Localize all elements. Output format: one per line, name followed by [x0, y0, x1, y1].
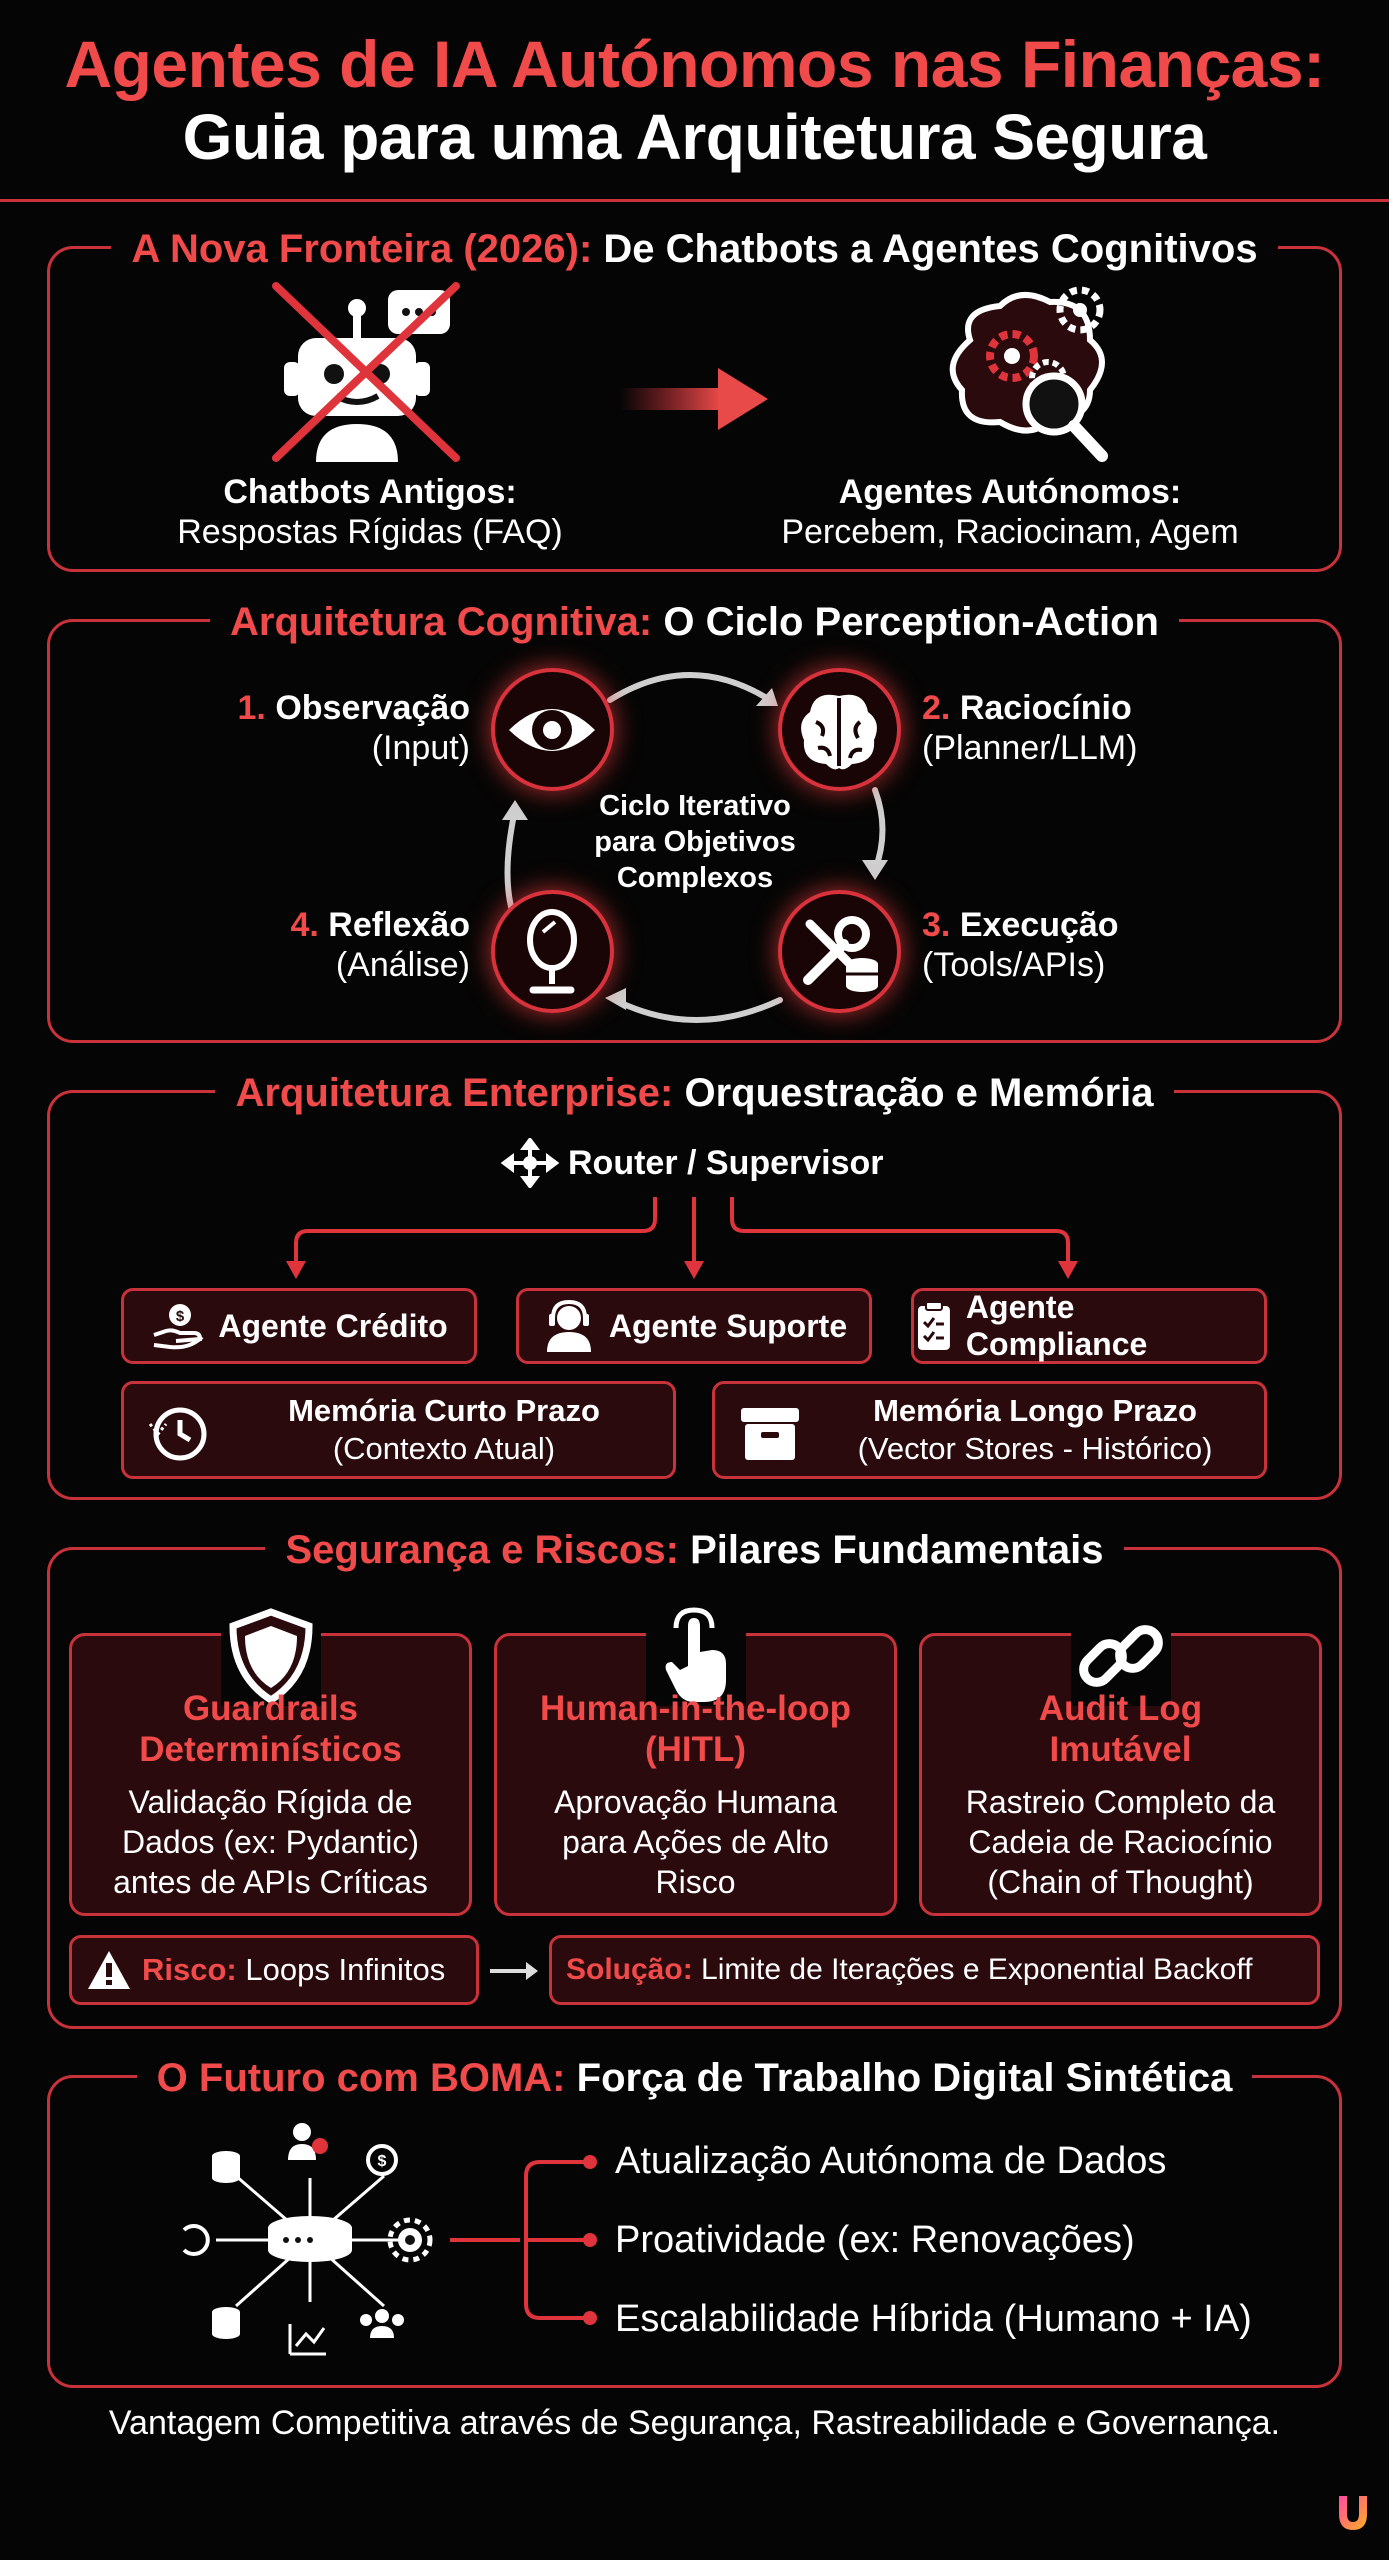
step-reflection-label: 4. Reflexão (Análise) [290, 906, 470, 984]
reflection-node [491, 890, 614, 1013]
section-enterprise-architecture: Arquitetura Enterprise: Orquestração e M… [47, 1071, 1342, 1500]
section-cognitive-architecture: Arquitetura Cognitiva: O Ciclo Perceptio… [47, 600, 1342, 1043]
step-observation-label: 1. Observação (Input) [237, 689, 470, 767]
tools-database-icon [803, 916, 878, 992]
router-connectors [286, 1197, 1078, 1279]
section-new-frontier: A Nova Fronteira (2026): De Chatbots a A… [47, 227, 1342, 572]
page-title-line1: Agentes de IA Autónomos nas Finanças: [64, 27, 1325, 101]
router-supervisor: Router / Supervisor [500, 1138, 920, 1188]
chatbots-label: Chatbots Antigos: Respostas Rígidas (FAQ… [177, 473, 563, 551]
hub-network-icon: $ [182, 2123, 433, 2356]
shield-icon [220, 1606, 321, 1706]
footer-tagline: Vantagem Competitiva através de Seguranç… [108, 2404, 1281, 2442]
archive-box-icon [741, 1408, 799, 1460]
warning-icon [88, 1951, 130, 1989]
pillar-hitl: Human-in-the-loop(HITL) Aprovação Humana… [494, 1606, 897, 1916]
arrow-right-small-icon [490, 1962, 538, 1980]
future-bullet-3: Escalabilidade Híbrida (Humano + IA) [615, 2298, 1252, 2340]
brain-gears-icon [949, 286, 1108, 462]
svg-text:$: $ [176, 1308, 185, 1325]
section-title: Arquitetura Cognitiva: O Ciclo Perceptio… [50, 595, 1339, 649]
step-reasoning-label: 2. Raciocínio (Planner/LLM) [922, 689, 1138, 767]
support-headset-icon [546, 1300, 591, 1352]
cycle-arrows [502, 672, 888, 1023]
section-title: A Nova Fronteira (2026): De Chatbots a A… [50, 222, 1339, 276]
bullet-connectors [450, 2155, 597, 2325]
step-execution-label: 3. Execução (Tools/APIs) [922, 906, 1119, 984]
cycle-center-text: Ciclo Iterativo para Objetivos Complexos [594, 790, 796, 894]
eye-icon [509, 709, 595, 751]
reasoning-node [778, 668, 901, 791]
clock-icon [148, 1407, 207, 1461]
future-bullet-2: Proatividade (ex: Renovações) [615, 2219, 1135, 2261]
future-bullet-1: Atualização Autónoma de Dados [615, 2140, 1167, 2182]
brain-icon [801, 694, 877, 770]
svg-text:$: $ [378, 2153, 387, 2170]
execution-node [778, 890, 901, 1013]
arrow-right-icon [620, 368, 768, 430]
crossed-chatbot-icon [272, 282, 460, 462]
solution-box: Solução: Limite de Iterações e Exponenti… [549, 1935, 1320, 2005]
agent-credit: $ Agente Crédito [121, 1288, 477, 1364]
autonomous-agents-label: Agentes Autónomos: Percebem, Raciocinam,… [781, 473, 1239, 551]
page-title-line2: Guia para uma Arquitetura Segura [182, 101, 1207, 173]
section-title: Segurança e Riscos: Pilares Fundamentais [50, 1523, 1339, 1577]
observation-node [491, 668, 614, 791]
chain-link-icon [1070, 1606, 1171, 1706]
finger-tap-icon [645, 1606, 746, 1706]
memory-long-term: Memória Longo Prazo (Vector Stores - His… [712, 1381, 1267, 1479]
memory-short-term: Memória Curto Prazo (Contexto Atual) [121, 1381, 676, 1479]
agent-support: Agente Suporte [516, 1288, 872, 1364]
mirror-icon [527, 909, 577, 994]
section-future-boma: O Futuro com BOMA: Força de Trabalho Dig… [47, 2056, 1342, 2388]
section-title: O Futuro com BOMA: Força de Trabalho Dig… [50, 2051, 1339, 2105]
hand-coin-icon: $ [153, 1304, 204, 1350]
brand-logo-icon [1339, 2496, 1367, 2530]
section-title: Arquitetura Enterprise: Orquestração e M… [50, 1066, 1339, 1120]
clipboard-check-icon [917, 1301, 950, 1350]
section-security-risks: Segurança e Riscos: Pilares Fundamentais [47, 1528, 1342, 2029]
move-arrows-icon [500, 1138, 560, 1188]
agent-compliance: Agente Compliance [911, 1288, 1267, 1364]
header: Agentes de IA Autónomos nas Finanças: Gu… [0, 0, 1389, 202]
risk-box: Risco: Loops Infinitos [69, 1935, 479, 2005]
